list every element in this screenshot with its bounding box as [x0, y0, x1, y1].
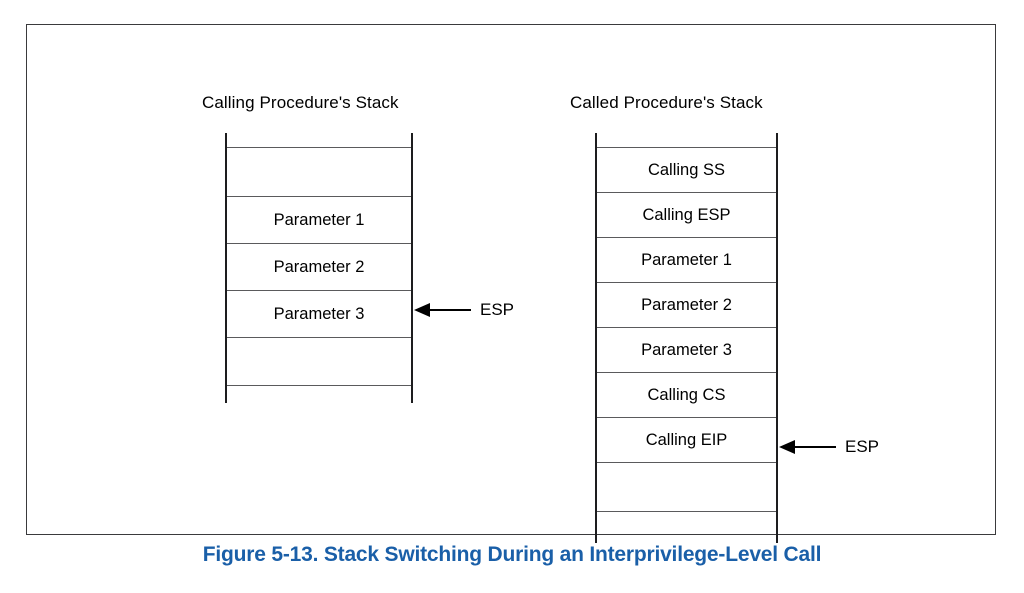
- calling-stack-row-empty-2: [225, 337, 413, 385]
- esp-pointer-calling: ESP: [414, 300, 514, 320]
- esp-pointer-called: ESP: [779, 437, 879, 457]
- figure-caption: Figure 5-13. Stack Switching During an I…: [202, 543, 822, 566]
- pointer-line: [429, 309, 471, 311]
- called-stack-row-calling-esp: Calling ESP: [595, 192, 778, 237]
- calling-stack-title: Calling Procedure's Stack: [202, 93, 399, 112]
- calling-stack-row-parameter-1: Parameter 1: [225, 196, 413, 243]
- called-stack-row-empty-1: [595, 462, 778, 511]
- calling-procedure-stack: Parameter 1 Parameter 2 Parameter 3: [225, 133, 413, 403]
- called-stack-row-parameter-1: Parameter 1: [595, 237, 778, 282]
- called-stack-row-top-partial: [595, 133, 778, 147]
- esp-label-calling: ESP: [480, 300, 515, 319]
- calling-stack-row-bottom-partial: [225, 385, 413, 403]
- esp-label-called: ESP: [845, 437, 880, 456]
- arrow-left-icon: [779, 440, 795, 454]
- called-stack-row-parameter-3: Parameter 3: [595, 327, 778, 372]
- called-stack-row-bottom-partial: [595, 511, 778, 543]
- arrow-left-icon: [414, 303, 430, 317]
- calling-stack-row-parameter-3: Parameter 3: [225, 290, 413, 337]
- calling-stack-rows: Parameter 1 Parameter 2 Parameter 3: [225, 133, 413, 403]
- figure-frame: Calling Procedure's Stack Parameter 1 Pa…: [26, 24, 996, 543]
- called-procedure-stack: Calling SS Calling ESP Parameter 1 Param…: [595, 133, 778, 543]
- called-stack-row-calling-ss: Calling SS: [595, 147, 778, 192]
- called-stack-row-calling-eip: Calling EIP: [595, 417, 778, 462]
- called-stack-row-parameter-2: Parameter 2: [595, 282, 778, 327]
- called-stack-rows: Calling SS Calling ESP Parameter 1 Param…: [595, 133, 778, 543]
- calling-stack-row-parameter-2: Parameter 2: [225, 243, 413, 290]
- calling-stack-row-empty-1: [225, 147, 413, 196]
- called-stack-row-calling-cs: Calling CS: [595, 372, 778, 417]
- called-stack-title: Called Procedure's Stack: [570, 93, 763, 112]
- calling-stack-row-top-partial: [225, 133, 413, 147]
- pointer-line: [794, 446, 836, 448]
